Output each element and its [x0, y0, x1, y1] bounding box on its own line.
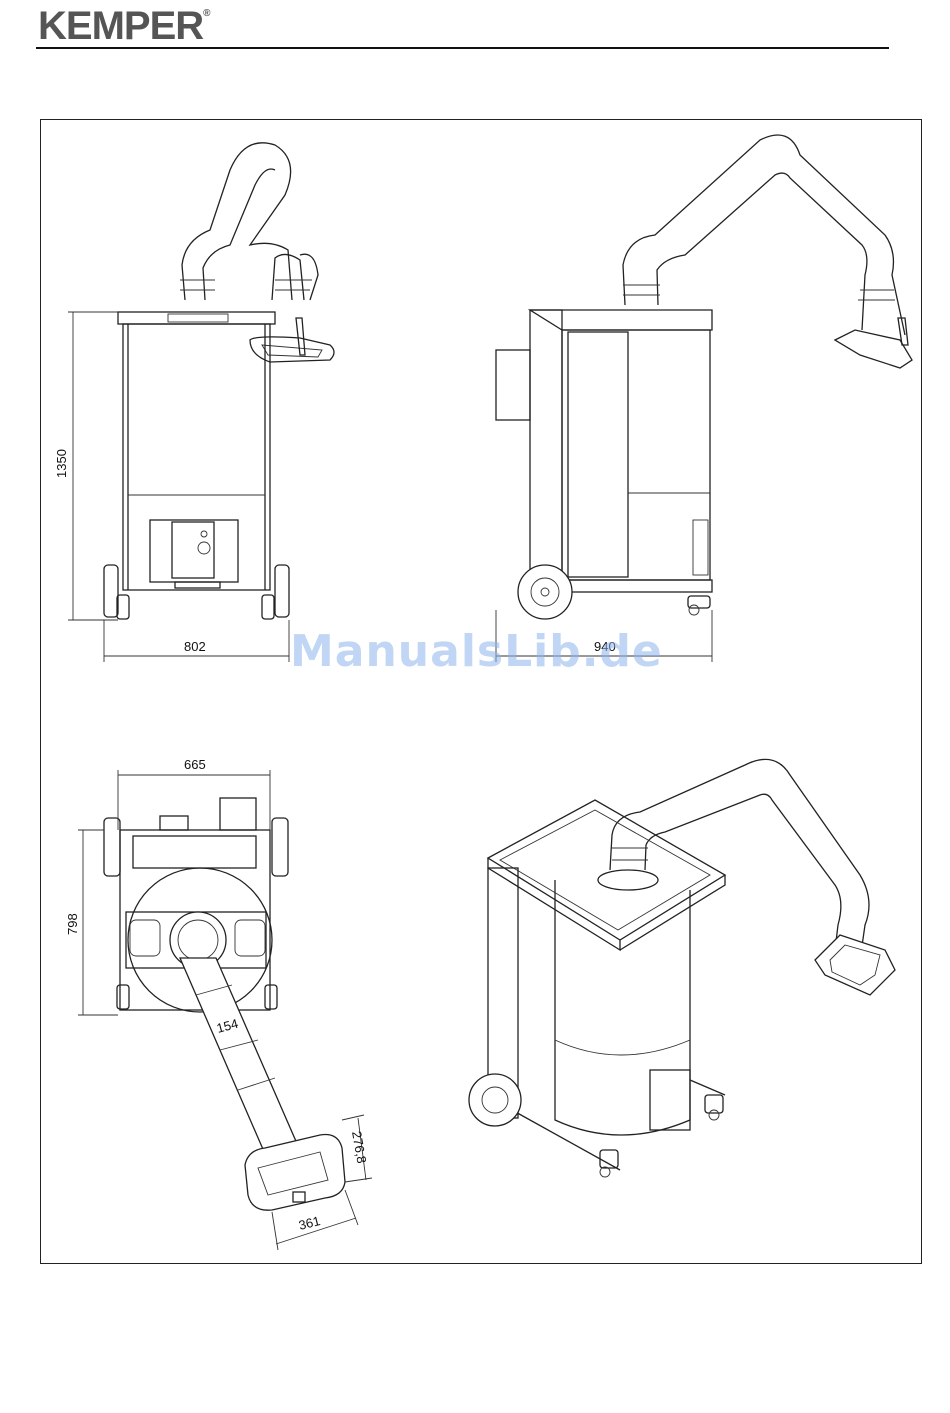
- dim-top-depth: 798: [65, 913, 80, 935]
- front-view: 1350 802: [54, 143, 334, 662]
- dim-front-width: 802: [184, 639, 206, 654]
- dim-top-width: 665: [184, 757, 206, 772]
- watermark: ManualsLib.de: [290, 626, 663, 677]
- isometric-view: [469, 759, 895, 1177]
- side-view: 940: [496, 135, 912, 662]
- top-view: 665 798 154 276,8 361: [65, 757, 372, 1250]
- dim-front-height: 1350: [54, 449, 69, 478]
- dim-hood-depth: 276,8: [349, 1130, 369, 1165]
